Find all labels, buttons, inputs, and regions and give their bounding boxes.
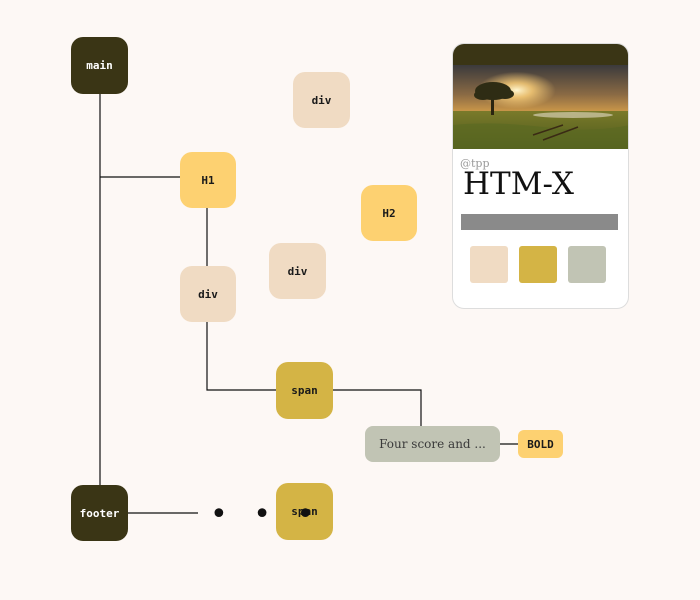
div-top-node: div (293, 72, 350, 128)
card-text-bar (461, 214, 618, 230)
swatch-beige (470, 246, 508, 283)
main-node: main (71, 37, 128, 94)
div-span-connector (206, 322, 276, 391)
bold-node: BOLD (518, 430, 563, 458)
span-bottom-node: span (276, 483, 333, 540)
card-title: HTM-X (463, 166, 574, 202)
h2-node: H2 (361, 185, 417, 241)
ellipsis: • • • (210, 497, 323, 532)
span-text-connector (333, 389, 422, 426)
card-header-bar (453, 44, 628, 65)
div-left-node: div (180, 266, 236, 322)
swatch-grey (568, 246, 606, 283)
card-handle: @tpp (460, 157, 490, 170)
text-node: Four score and ... (365, 426, 500, 462)
landscape-photo-graphic (453, 65, 628, 149)
h1-node: H1 (180, 152, 236, 208)
swatch-gold (519, 246, 557, 283)
span-mid-node: span (276, 362, 333, 419)
landscape-photo (453, 65, 628, 149)
footer-node: footer (71, 485, 128, 541)
div-center-node: div (269, 243, 326, 299)
preview-card: @tpp HTM-X (452, 43, 629, 309)
